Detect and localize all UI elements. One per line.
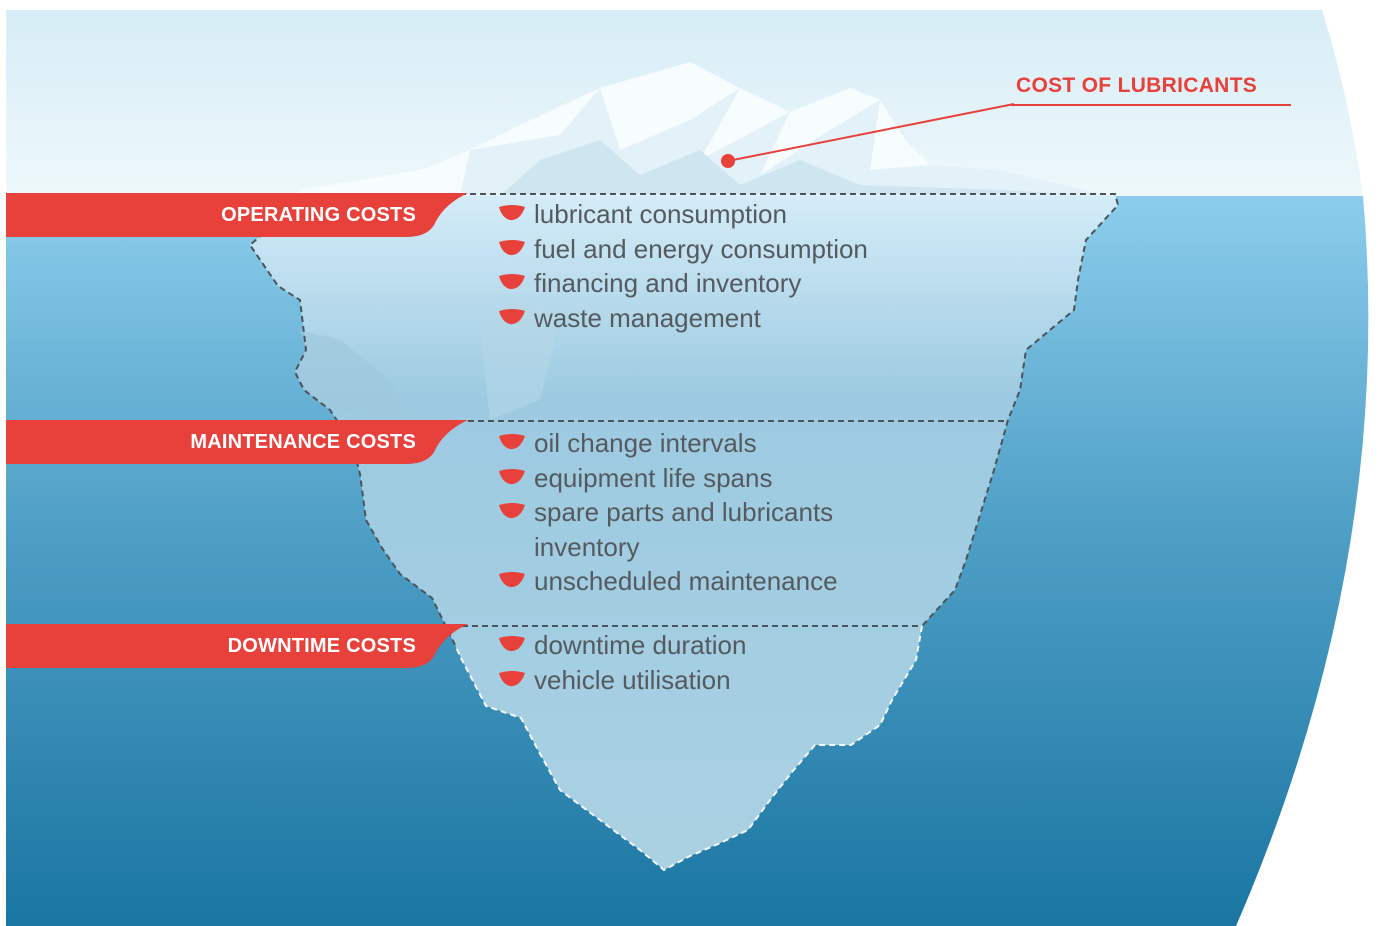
list-item: vehicle utilisation xyxy=(498,663,954,698)
list-item: fuel and energy consumption xyxy=(498,232,954,267)
tag-downtime-costs: DOWNTIME COSTS xyxy=(6,624,468,668)
item-text: lubricant consumption xyxy=(534,199,787,229)
bullet-icon xyxy=(499,636,525,652)
tag-banner-shape xyxy=(6,624,468,668)
bullet-icon xyxy=(499,274,525,290)
bullet-icon xyxy=(499,308,525,324)
item-text: financing and inventory xyxy=(534,268,802,298)
bullet-icon xyxy=(499,468,525,484)
list-item: unscheduled maintenance xyxy=(498,564,954,599)
iceberg-tip xyxy=(300,62,1110,196)
callout-dot xyxy=(721,154,735,168)
bullet-icon xyxy=(499,205,525,221)
tag-label: OPERATING COSTS xyxy=(221,204,416,226)
bullet-icon xyxy=(499,572,525,588)
bullet-icon xyxy=(499,503,525,519)
tag-operating-costs: OPERATING COSTS xyxy=(6,193,468,237)
bullet-icon xyxy=(499,239,525,255)
list-item: downtime duration xyxy=(498,628,954,663)
item-text: unscheduled maintenance xyxy=(534,566,838,596)
iceberg-outline-lower xyxy=(454,625,923,872)
list-item: financing and inventory xyxy=(498,266,954,301)
tag-banner-shape xyxy=(6,193,468,237)
callout-leader-line xyxy=(727,103,1015,162)
bullet-icon xyxy=(499,434,525,450)
tag-maintenance-costs: MAINTENANCE COSTS xyxy=(6,420,468,464)
item-text: fuel and energy consumption xyxy=(534,233,868,264)
tag-label: MAINTENANCE COSTS xyxy=(190,431,416,453)
bullet-icon xyxy=(499,670,525,686)
item-text: waste management xyxy=(534,302,761,333)
item-text: vehicle utilisation xyxy=(534,664,731,695)
item-text: oil change intervals xyxy=(534,428,757,458)
iceberg-underwater xyxy=(250,194,1118,870)
downtime-costs-list: downtime duration vehicle utilisation xyxy=(498,628,954,697)
item-text: downtime duration xyxy=(534,630,747,660)
list-item: oil change intervals xyxy=(498,426,954,461)
callout-underline xyxy=(1011,104,1291,106)
tag-banner-shape xyxy=(6,420,468,464)
maintenance-costs-list: oil change intervals equipment life span… xyxy=(498,426,954,599)
iceberg-outline-upper xyxy=(248,193,1120,646)
item-text: spare parts and lubricants inventory xyxy=(534,497,834,562)
tag-label: DOWNTIME COSTS xyxy=(227,635,416,657)
list-item: waste management xyxy=(498,301,954,336)
list-item: spare parts and lubricants inventory xyxy=(498,495,904,564)
callout-cost-of-lubricants: COST OF LUBRICANTS xyxy=(1016,74,1258,97)
list-item: equipment life spans xyxy=(498,461,954,496)
operating-costs-list: lubricant consumption fuel and energy co… xyxy=(498,197,954,335)
item-text: equipment life spans xyxy=(534,462,773,493)
list-item: lubricant consumption xyxy=(498,197,954,232)
